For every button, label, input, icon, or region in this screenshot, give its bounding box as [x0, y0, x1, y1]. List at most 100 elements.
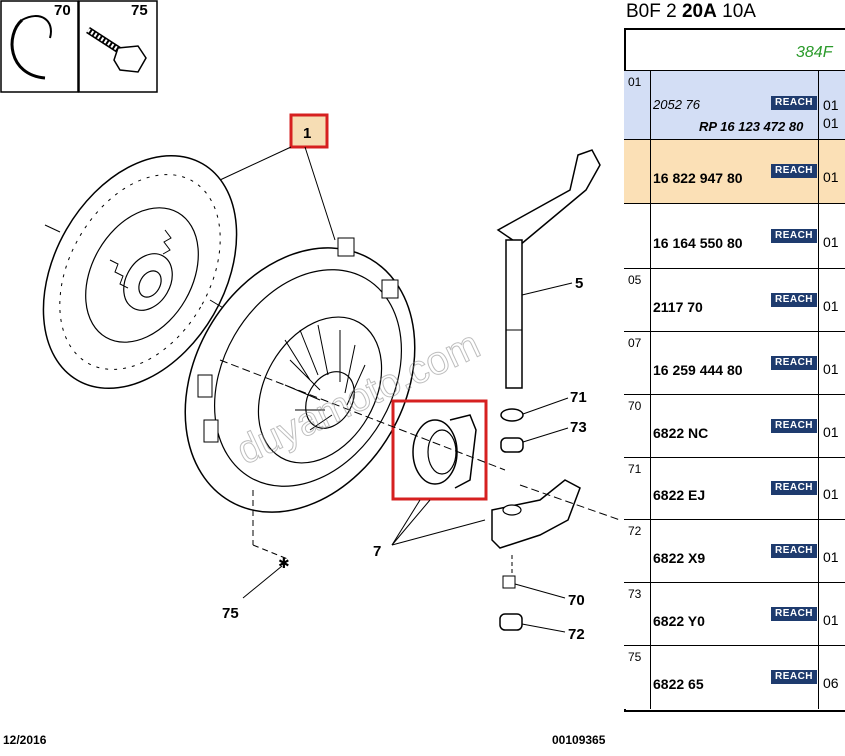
row-divider [818, 140, 819, 204]
title-bold: 20A [681, 1, 717, 22]
row-divider [650, 395, 651, 458]
callout-70-label: 70 [568, 592, 585, 609]
callout-5-label: 5 [575, 275, 583, 292]
reach-badge: REACH [771, 96, 817, 110]
row-number: 71 [628, 462, 642, 476]
parts-row[interactable]: 07 16 259 444 80 REACH 01 [624, 331, 845, 395]
row-number: 72 [628, 524, 642, 538]
part-reference[interactable]: 6822 Y0 [653, 613, 705, 629]
row-divider [818, 583, 819, 646]
part-qty: 01 [823, 361, 839, 377]
row-number: 75 [628, 650, 642, 664]
circlip-icon-end [21, 15, 52, 39]
callout-75-label: 75 [222, 605, 239, 622]
reach-badge: REACH [771, 419, 817, 433]
part-reference[interactable]: 16 164 550 80 [653, 235, 743, 251]
circlip-icon [10, 18, 46, 80]
release-fork[interactable] [491, 479, 581, 549]
parts-row[interactable]: 75 6822 65 REACH 06 [624, 645, 845, 709]
clutch-disc[interactable] [4, 121, 276, 423]
row-divider [650, 458, 651, 520]
thumb-box-75[interactable]: 75 [78, 0, 158, 93]
parts-row[interactable]: 16 164 550 80 REACH 01 [624, 203, 845, 269]
part-qty: 01 [823, 298, 839, 314]
part-reference[interactable]: 2052 76 [653, 97, 700, 112]
part-qty: 01 [823, 549, 839, 565]
bolt-icon [86, 27, 147, 73]
row-divider [818, 71, 819, 140]
row-divider [650, 520, 651, 583]
part-qty: 01 [823, 234, 839, 250]
row-divider [818, 332, 819, 395]
parts-row[interactable]: 01 2052 76 RP 16 123 472 80 REACH 01 01 [624, 70, 845, 140]
row-divider [818, 395, 819, 458]
callout-7-label: 7 [373, 543, 381, 560]
panel-subtitle: 384F [796, 44, 833, 61]
part-qty: 01 [823, 169, 839, 185]
release-bearing[interactable] [412, 414, 477, 489]
row-number: 07 [628, 336, 642, 350]
callout-71-label: 71 [570, 389, 587, 406]
callout-1-box[interactable] [289, 113, 329, 149]
row-divider [650, 71, 651, 140]
parts-row[interactable]: 70 6822 NC REACH 01 [624, 394, 845, 458]
callout-72-label: 72 [568, 626, 585, 643]
reach-badge: REACH [771, 229, 817, 243]
row-divider [650, 140, 651, 204]
part-qty: 01 [823, 612, 839, 628]
part-qty: 01 [823, 424, 839, 440]
bushing-72[interactable] [499, 613, 523, 631]
row-number: 70 [628, 399, 642, 413]
parts-row[interactable]: 71 6822 EJ REACH 01 [624, 457, 845, 520]
part-reference[interactable]: 6822 65 [653, 676, 704, 692]
parts-panel: B0F 2 20A 10A 384F 01 2052 76 RP 16 123 47… [622, 0, 845, 756]
row-number: 01 [628, 75, 642, 89]
part-sub-reference[interactable]: RP 16 123 472 80 [699, 119, 804, 134]
row-divider [818, 646, 819, 709]
reach-badge: REACH [771, 293, 817, 307]
row-divider [650, 204, 651, 269]
part-reference[interactable]: 6822 X9 [653, 550, 706, 566]
clip-70[interactable] [502, 575, 516, 589]
release-shaft[interactable] [496, 149, 601, 389]
bushing-73[interactable] [500, 437, 524, 453]
callout-1-label: 1 [303, 125, 311, 142]
footer-code: 00109365 [552, 733, 606, 747]
thumb-label-70: 70 [54, 2, 71, 19]
row-divider [818, 520, 819, 583]
row-divider [650, 583, 651, 646]
part-qty: 06 [823, 675, 839, 691]
part-qty: 01 [823, 97, 839, 113]
reach-badge: REACH [771, 670, 817, 684]
row-number: 73 [628, 587, 642, 601]
part-reference[interactable]: 16 822 947 80 [653, 170, 743, 186]
reach-badge: REACH [771, 356, 817, 370]
row-divider [818, 269, 819, 332]
thumb-box-70[interactable]: 70 [0, 0, 79, 93]
part-reference[interactable]: 6822 EJ [653, 487, 706, 503]
part-reference[interactable]: 2117 70 [653, 299, 703, 315]
bushing-71[interactable] [500, 408, 524, 422]
callout-7-box[interactable] [391, 399, 488, 501]
part-reference[interactable]: 6822 NC [653, 425, 709, 441]
reach-badge: REACH [771, 481, 817, 495]
thumb-label-75: 75 [131, 2, 148, 19]
row-divider [650, 646, 651, 709]
parts-row[interactable]: 72 6822 X9 REACH 01 [624, 519, 845, 583]
row-divider [650, 269, 651, 332]
part-reference[interactable]: 16 259 444 80 [653, 362, 743, 378]
row-divider [818, 204, 819, 269]
parts-row[interactable]: 73 6822 Y0 REACH 01 [624, 582, 845, 646]
part-qty-2: 01 [823, 115, 839, 131]
row-divider [650, 332, 651, 395]
reach-badge: REACH [771, 544, 817, 558]
title-pre: B0F 2 [626, 1, 682, 22]
reach-badge: REACH [771, 607, 817, 621]
part-qty: 01 [823, 486, 839, 502]
row-divider [818, 458, 819, 520]
footer-date: 12/2016 [3, 733, 47, 747]
bolt-marker-icon: ✱ [278, 556, 290, 572]
panel-title: B0F 2 20A 10A [626, 1, 756, 23]
